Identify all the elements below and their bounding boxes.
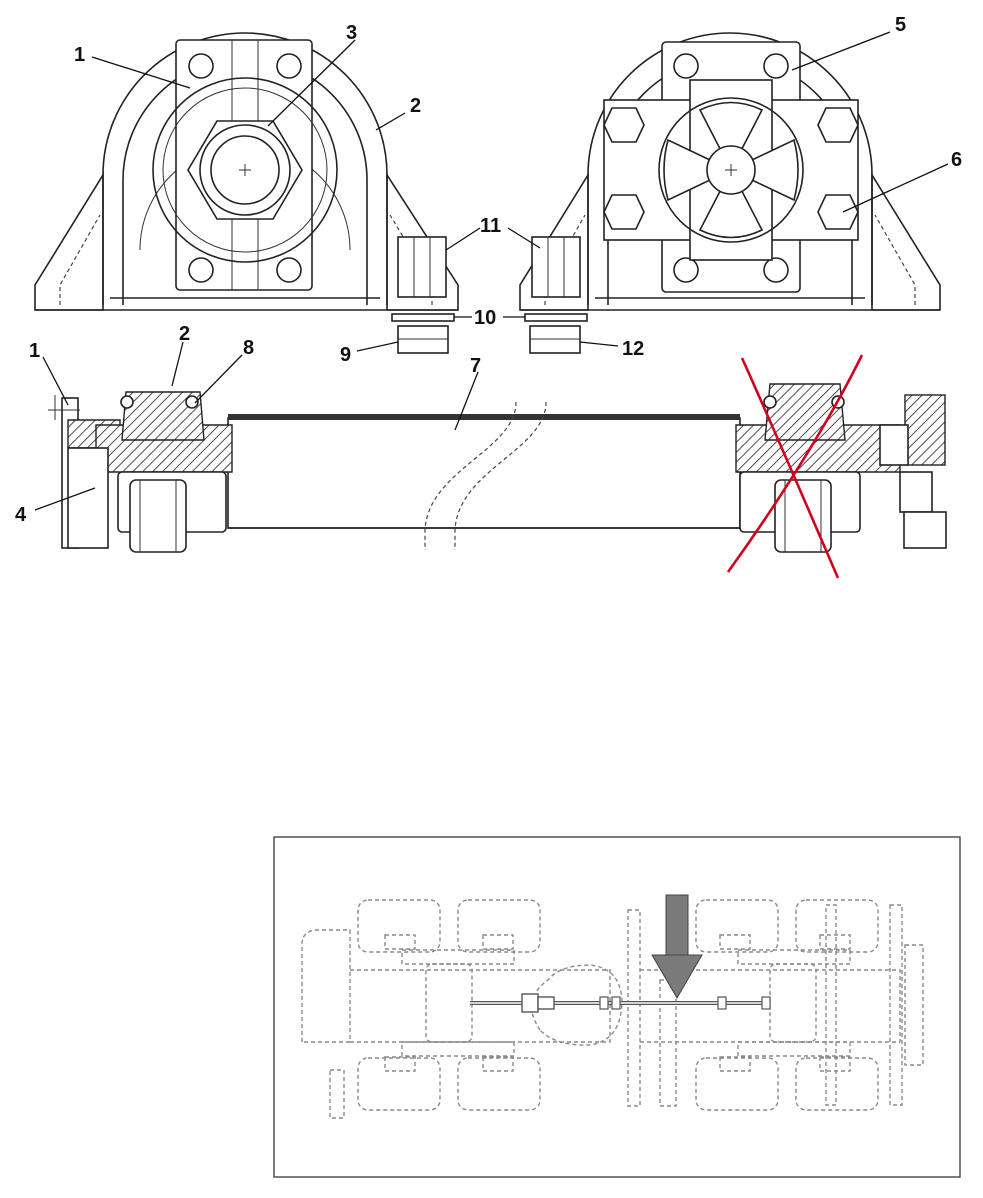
part-labels: 1 3 2 5 6 11 10 9 12 1 2 8 7 4 [15, 14, 962, 526]
label-2-mid: 2 [179, 323, 190, 345]
driveshaft-section [48, 383, 947, 553]
label-7: 7 [470, 355, 481, 377]
mounting-hardware [391, 236, 588, 354]
label-5: 5 [895, 14, 906, 36]
label-2-top: 2 [410, 95, 421, 117]
label-11: 11 [480, 215, 501, 237]
label-12: 12 [622, 338, 644, 360]
label-8: 8 [243, 337, 254, 359]
label-6: 6 [951, 149, 962, 171]
label-10: 10 [474, 307, 496, 329]
leader-lines [34, 31, 949, 511]
vehicle-location-inset [273, 836, 961, 1178]
label-1-top: 1 [74, 44, 85, 66]
label-9: 9 [340, 344, 351, 366]
right-bearing-support [519, 32, 941, 311]
label-1-mid: 1 [29, 340, 40, 362]
location-arrow-icon [651, 894, 703, 999]
removal-cross-mark [726, 354, 864, 579]
left-bearing-support [34, 32, 459, 311]
label-3: 3 [346, 22, 357, 44]
label-4: 4 [15, 504, 27, 526]
